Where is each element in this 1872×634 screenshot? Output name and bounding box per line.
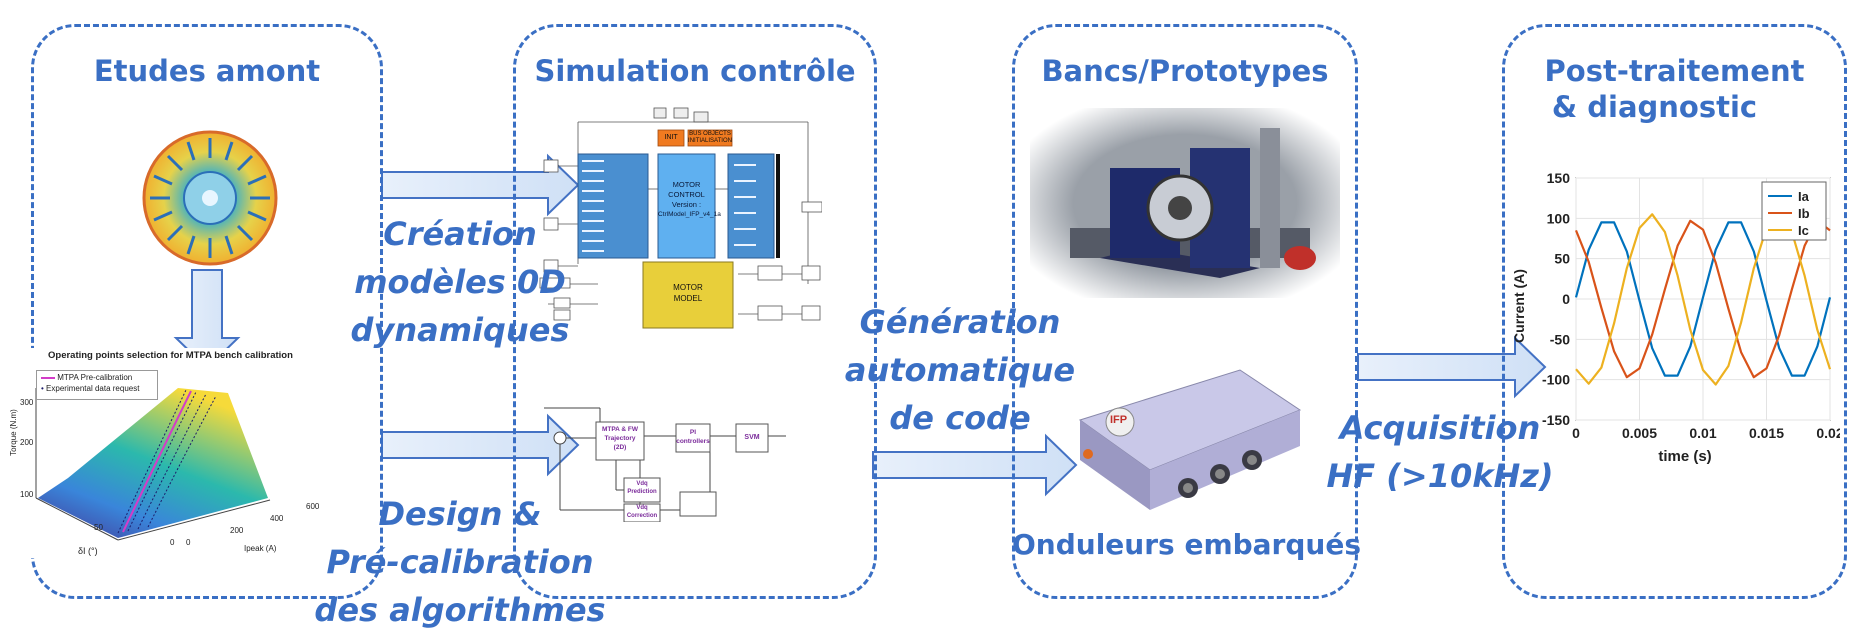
y-tick-label: 150 (1547, 170, 1571, 186)
cb-pred-line2: Prediction (627, 489, 657, 495)
cb-mtpa-line1: MTPA & FW (601, 426, 639, 433)
motor-control-line2: CONTROL (668, 190, 705, 199)
motor-control-line4: CtrlModel_IFP_v4_1a (658, 211, 721, 218)
motor-model-line1: MOTOR (673, 283, 703, 292)
label-design: Design & Pré-calibration des algorithmes (310, 490, 610, 634)
label-design-line2: Pré-calibration (326, 543, 594, 581)
x-tick-label: 0.01 (1689, 425, 1716, 441)
legend-label-ia: Ia (1798, 189, 1810, 204)
surface-plot: Operating points selection for MTPA benc… (8, 348, 338, 558)
cb-mtpa-line2: Trajectory (604, 435, 636, 442)
panel-bancs-prototypes: Bancs/Prototypes (1012, 24, 1358, 599)
label-acquisition: Acquisition HF (>10kHz) (1320, 404, 1560, 500)
z-tick-300: 300 (20, 398, 34, 407)
inverter-brand-logo: IFP (1110, 414, 1128, 426)
panel-title: Simulation contrôle (534, 54, 856, 88)
simulink-diagram: INIT BUS OBJECTS INITIALISATION MOTOR CO… (538, 104, 822, 330)
x-tick-label: 0.005 (1622, 425, 1657, 441)
test-bench-photo (1030, 108, 1340, 298)
x-axis-label: δI (°) (78, 546, 98, 556)
legend-label-ic: Ic (1798, 223, 1809, 238)
cb-mtpa-line3: (2D) (613, 444, 627, 451)
panel-title: Etudes amont (93, 54, 321, 88)
inverter-photo (1078, 369, 1302, 510)
y-tick-400: 400 (270, 514, 284, 523)
label-creation-line2: modèles 0D (354, 263, 566, 301)
y-tick-label: 100 (1547, 210, 1571, 226)
cb-svm: SVM (744, 434, 760, 441)
y-tick-600: 600 (306, 502, 320, 511)
cb-corr-line1: Vdq (636, 505, 648, 511)
y-tick-label: -50 (1550, 331, 1570, 347)
x-tick-label: 0 (1572, 425, 1580, 441)
panel-simulation-controle: Simulation contrôle (513, 24, 877, 599)
series-line-ia (1574, 221, 1832, 377)
label-generation-line3: de code (889, 399, 1031, 437)
motor-control-line3: Version : (671, 200, 702, 209)
label-generation-line1: Génération (859, 303, 1061, 341)
chart-xlabel: time (s) (1658, 448, 1712, 465)
cb-pi-line1: PI (689, 429, 697, 436)
simulink-bus-line1: BUS OBJECTS (689, 131, 731, 137)
y-tick-200: 200 (230, 526, 244, 535)
cb-pi-line2: controllers (676, 438, 710, 445)
surface-plot-title: Operating points selection for MTPA benc… (48, 350, 293, 361)
label-acquisition-line1: Acquisition (1339, 409, 1541, 447)
y-axis-label: Ipeak (A) (244, 544, 277, 553)
legend-mtpa: MTPA Pre-calibration (57, 373, 133, 382)
chart-legend (1761, 181, 1827, 241)
panel-title-line2: & diagnostic (1551, 90, 1758, 124)
simulink-bus-line2: INITIALISATION (688, 138, 732, 144)
label-design-line1: Design & (378, 495, 542, 533)
y-tick-label: -150 (1542, 412, 1570, 428)
z-tick-200: 200 (20, 438, 34, 447)
cb-pred-line1: Vdq (636, 481, 648, 487)
control-block-diagram: MTPA & FW Trajectory (2D) PI controllers… (540, 398, 822, 522)
label-onduleurs: Onduleurs embarqués (1012, 528, 1362, 561)
motor-fem-image (142, 130, 278, 266)
label-generation: Génération automatique de code (820, 298, 1100, 442)
panel-title: Bancs/Prototypes (1041, 54, 1329, 88)
chart-svg: 0 0.005 0.01 0.015 0.02 150 100 50 0 -50 -100 -150 I… (1542, 170, 1840, 441)
x-tick-0: 0 (170, 538, 175, 547)
z-tick-100: 100 (20, 490, 34, 499)
panel-title-line1: Post-traitement (1544, 54, 1805, 88)
x-tick-50: 50 (94, 523, 103, 532)
current-chart: 0 0.005 0.01 0.015 0.02 150 100 50 0 -50 -100 -150 I… (1500, 168, 1840, 478)
x-tick-label: 0.015 (1749, 425, 1784, 441)
label-creation-line3: dynamiques (350, 311, 570, 349)
y-tick-label: -100 (1542, 372, 1570, 388)
x-tick-label: 0.02 (1816, 425, 1840, 441)
y-tick-0: 0 (186, 538, 191, 547)
arrow-design (381, 413, 580, 477)
legend-label-ib: Ib (1798, 206, 1810, 221)
motor-control-line1: MOTOR (672, 180, 701, 189)
chart-ylabel: Current (A) (1510, 269, 1527, 343)
motor-model-line2: MODEL (673, 294, 703, 303)
y-tick-label: 50 (1554, 251, 1570, 267)
label-generation-line2: automatique (844, 351, 1076, 389)
z-axis-label: Torque (N.m) (8, 409, 18, 456)
arrow-generation (872, 433, 1078, 497)
simulink-init-label: INIT (664, 134, 678, 141)
series-line-ib (1574, 219, 1831, 379)
label-design-line3: des algorithmes (314, 591, 606, 629)
arrow-acquisition (1357, 335, 1547, 399)
cb-corr-line2: Correction (626, 513, 658, 519)
label-creation: Création modèles 0D dynamiques (320, 210, 600, 354)
label-creation-line1: Création (383, 215, 537, 253)
legend-experimental: Experimental data request (46, 384, 140, 393)
y-tick-label: 0 (1562, 291, 1570, 307)
panel-post-traitement: Post-traitement & diagnostic (1502, 24, 1847, 599)
panel-etudes-amont: Etudes amont (31, 24, 383, 599)
label-acquisition-line2: HF (>10kHz) (1326, 457, 1554, 495)
